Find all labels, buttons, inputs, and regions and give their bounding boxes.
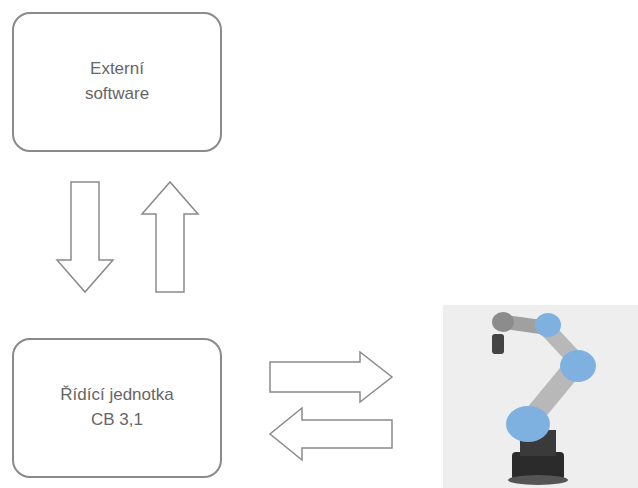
- process-box: Řídící jednotka CB 3,1: [12, 338, 222, 478]
- right-arrow: [270, 352, 392, 402]
- block-arrow: [57, 182, 113, 292]
- box-label: Externí software: [67, 57, 167, 106]
- process-box: Externí software: [12, 12, 222, 152]
- robot-arm: [443, 305, 638, 488]
- left-arrow: [270, 408, 392, 460]
- box-label: Řídící jednotka CB 3,1: [47, 383, 187, 432]
- block-arrow: [142, 182, 198, 292]
